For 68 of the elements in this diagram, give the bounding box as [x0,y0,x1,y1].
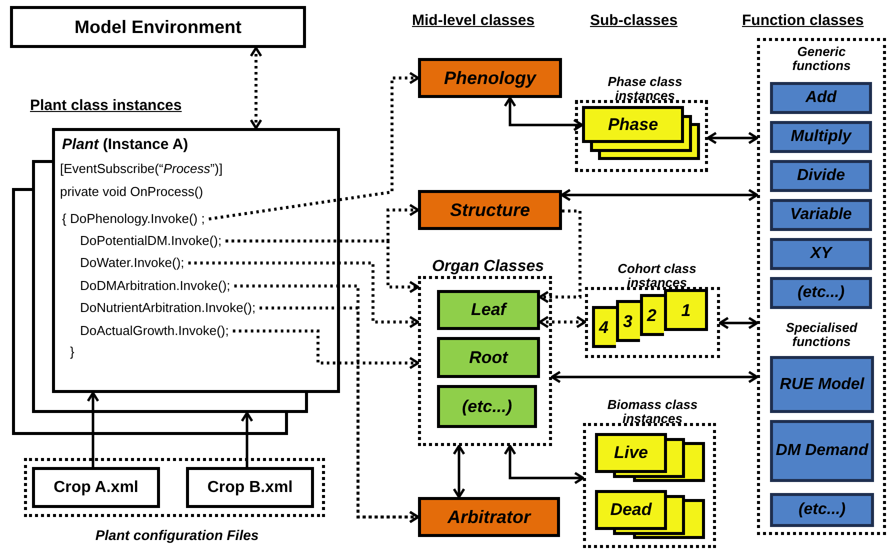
code-line: DoNutrientArbitration.Invoke(); [80,299,256,317]
instance-card-stack [595,433,705,482]
class-box: Structure [418,190,562,230]
card-label: Phase [606,114,660,136]
file-box: Crop A.xml [32,467,160,508]
arrow [550,370,758,384]
class-box: Phenology [418,58,562,98]
arrow [718,316,758,330]
function-box: Variable [770,199,872,231]
group-heading: Specialised functions [784,321,858,349]
function-box: RUE Model [770,356,874,413]
dotted-arrow [250,46,262,130]
dotted-arrow [538,210,582,304]
function-box: DM Demand [770,420,874,482]
code-line: DoPotentialDM.Invoke(); [80,232,222,250]
column-heading: Plant class instances [30,96,182,116]
group-caption: Biomass class instances [606,398,699,426]
dotted-group [757,38,886,535]
code-line: DoDMArbitration.Invoke(); [80,277,230,295]
environment-box: Model Environment [10,6,306,48]
group-caption: Plant configuration Files [94,526,260,545]
group-heading: Generic functions [791,45,852,73]
function-box: (etc...) [770,493,874,527]
code-line: { DoPhenology.Invoke() ; [62,210,205,228]
organ-box: (etc...) [437,385,537,428]
function-box: (etc...) [770,277,872,309]
cohort-card: 4 [592,306,616,348]
file-box: Crop B.xml [186,467,314,508]
arrow [452,444,466,498]
code-line: [EventSubscribe(“Process”)] [60,160,223,178]
function-box: Add [770,82,872,114]
cohort-card: 3 [616,300,640,342]
code-line: DoActualGrowth.Invoke(); [80,322,229,340]
arrow [706,132,758,144]
instance-card-stack [595,490,705,539]
organ-box: Leaf [437,290,540,330]
code-line: private void OnProcess() [60,183,204,201]
dotted-arrow [208,72,420,220]
card-heading: Plant (Instance A) [62,135,188,155]
dotted-arrow [260,306,420,524]
arrow [240,412,254,467]
dotted-arrow [226,240,420,294]
card-label: Dead [609,499,653,522]
cohort-card: 2 [640,294,664,336]
arrow [504,444,584,484]
column-heading: Function classes [742,11,864,31]
code-line: } [70,343,74,361]
class-instance-stack [12,128,340,435]
arrow [560,188,758,202]
function-box: Multiply [770,121,872,153]
dotted-arrow [232,330,420,370]
class-box: Arbitrator [418,497,560,537]
dotted-arrow [538,316,586,328]
arrow [504,96,584,132]
cohort-card: 1 [664,289,708,331]
card-label: Live [612,442,650,464]
group-caption: Phase class instances [606,75,684,103]
organ-box: Root [437,337,540,378]
dotted-arrow [188,262,420,328]
function-box: XY [770,238,872,270]
group-caption: Cohort class instances [616,262,698,290]
arrow [86,392,100,467]
group-caption: Organ Classes [430,257,546,277]
column-heading: Mid-level classes [412,11,535,31]
instance-card-stack [582,106,700,160]
column-heading: Sub-classes [590,11,678,31]
code-line: DoWater.Invoke(); [80,254,184,272]
function-box: Divide [770,160,872,192]
